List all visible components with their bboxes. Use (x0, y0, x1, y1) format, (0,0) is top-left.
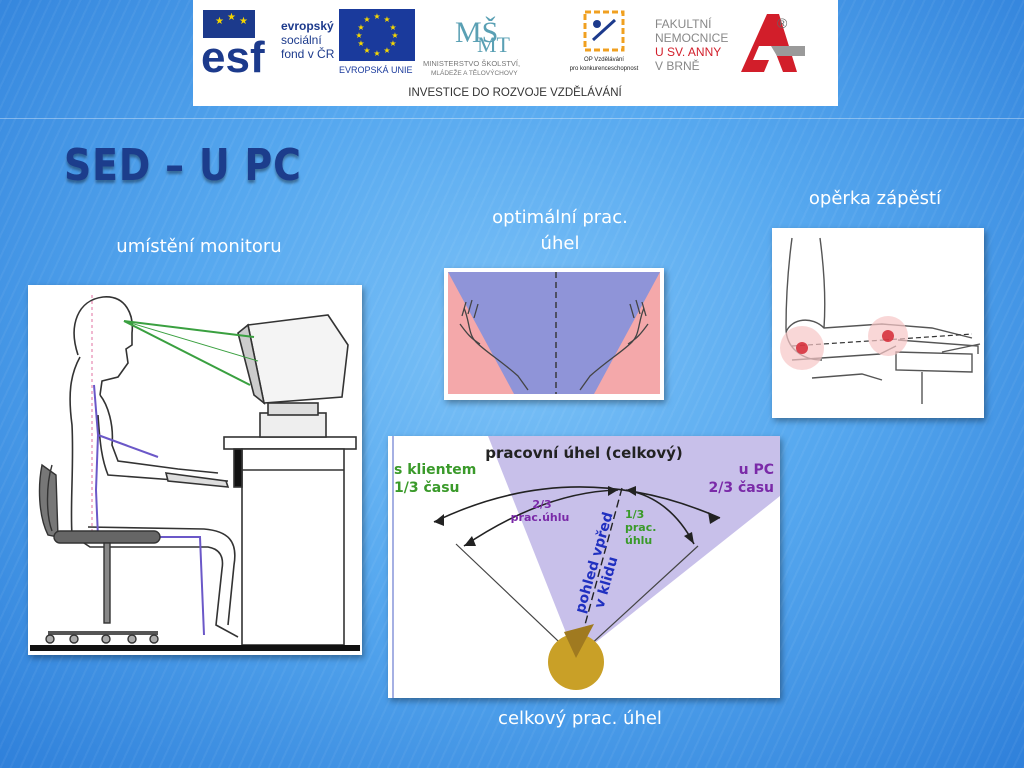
caption-optimal-angle: optimální prac. úhel (460, 205, 660, 257)
caption-optimal-line1: optimální prac. (492, 207, 628, 228)
svg-text:MŠ: MŠ (455, 16, 498, 49)
esf-line2: sociální (281, 33, 322, 47)
svg-text:★: ★ (383, 46, 390, 55)
svg-text:MT: MT (477, 32, 511, 57)
hands-angle-illustration (448, 272, 660, 394)
esf-wordmark: esf (201, 33, 265, 82)
monitor-placement-figure (28, 285, 362, 655)
fn-line4: V BRNĚ (655, 58, 700, 73)
optimal-angle-figure (444, 268, 664, 400)
two-thirds-line2: prac.úhlu (511, 511, 570, 524)
eu-stars-icon: ★★★ ★★★ ★★★ ★★★ (355, 12, 398, 58)
one-third-line1: 1/3 (625, 508, 644, 521)
msmt-logo: MŠ MT MINISTERSTVO ŠKOLSTVÍ, MLÁDEŽE A T… (423, 16, 520, 77)
svg-text:★: ★ (239, 16, 248, 27)
msmt-line1: MINISTERSTVO ŠKOLSTVÍ, (423, 59, 520, 68)
sitting-posture-illustration (30, 295, 360, 651)
svg-text:★: ★ (373, 49, 380, 58)
registered-mark: ® (777, 15, 788, 31)
fn-a-icon (741, 14, 797, 72)
svg-text:★: ★ (389, 23, 396, 32)
svg-text:★: ★ (357, 39, 364, 48)
one-third-line2: prac. (625, 521, 656, 534)
esf-logo: ★★★ esf evropský sociální fond v ČR (201, 10, 335, 82)
fnusa-logo: FAKULTNÍ NEMOCNICE U SV. ANNY V BRNĚ ® (655, 14, 805, 73)
fn-line2: NEMOCNICE (655, 31, 728, 45)
eu-logo: ★★★ ★★★ ★★★ ★★★ EVROPSKÁ UNIE (339, 9, 415, 75)
svg-text:★: ★ (357, 23, 364, 32)
caption-monitor: umístění monitoru (116, 236, 282, 257)
esf-line3: fond v ČR (281, 46, 335, 61)
svg-text:★: ★ (363, 15, 370, 24)
left-label-line1: s klientem (394, 462, 476, 478)
right-label-line2: 2/3 času (708, 480, 774, 496)
fn-line1: FAKULTNÍ (655, 16, 712, 31)
svg-text:★: ★ (373, 12, 380, 21)
op-logo: OP Vzdělávání pro konkurenceschopnost (570, 10, 639, 72)
slide-title: SED – U PC (64, 140, 302, 191)
right-label-line1: u PC (739, 462, 774, 478)
one-third-line3: úhlu (625, 534, 652, 547)
wrist-rest-illustration (780, 237, 981, 404)
divider (0, 118, 1024, 119)
svg-text:★: ★ (383, 15, 390, 24)
head-icon (548, 634, 604, 690)
svg-text:★: ★ (389, 39, 396, 48)
msmt-line2: MLÁDEŽE A TĚLOVÝCHOVY (431, 68, 518, 77)
logo-banner: ★★★ esf evropský sociální fond v ČR ★★★ … (193, 0, 838, 106)
fn-line3: U SV. ANNY (655, 45, 721, 59)
logo-strip: ★★★ esf evropský sociální fond v ČR ★★★ … (201, 9, 805, 99)
angle-title: pracovní úhel (celkový) (485, 444, 683, 462)
op-line1: OP Vzdělávání (584, 57, 624, 63)
total-angle-figure: pracovní úhel (celkový) s klientem 1/3 č… (388, 436, 780, 698)
svg-text:★: ★ (355, 31, 362, 40)
esf-line1: evropský (281, 19, 334, 33)
two-thirds-line1: 2/3 (532, 498, 551, 511)
banner-motto: INVESTICE DO ROZVOJE VZDĚLÁVÁNÍ (408, 86, 622, 99)
caption-optimal-line2: úhel (540, 233, 580, 254)
eu-label: EVROPSKÁ UNIE (339, 65, 413, 75)
caption-total-angle: celkový prac. úhel (498, 708, 662, 729)
wrist-rest-figure (772, 228, 984, 418)
working-angle-diagram: pracovní úhel (celkový) s klientem 1/3 č… (388, 436, 780, 698)
op-line2: pro konkurenceschopnost (570, 66, 639, 72)
left-label-line2: 1/3 času (394, 480, 460, 496)
caption-wrist-rest: opěrka zápěstí (808, 188, 942, 209)
svg-text:★: ★ (215, 16, 224, 27)
svg-text:★: ★ (363, 46, 370, 55)
svg-text:★: ★ (391, 31, 398, 40)
svg-text:★: ★ (227, 12, 236, 23)
